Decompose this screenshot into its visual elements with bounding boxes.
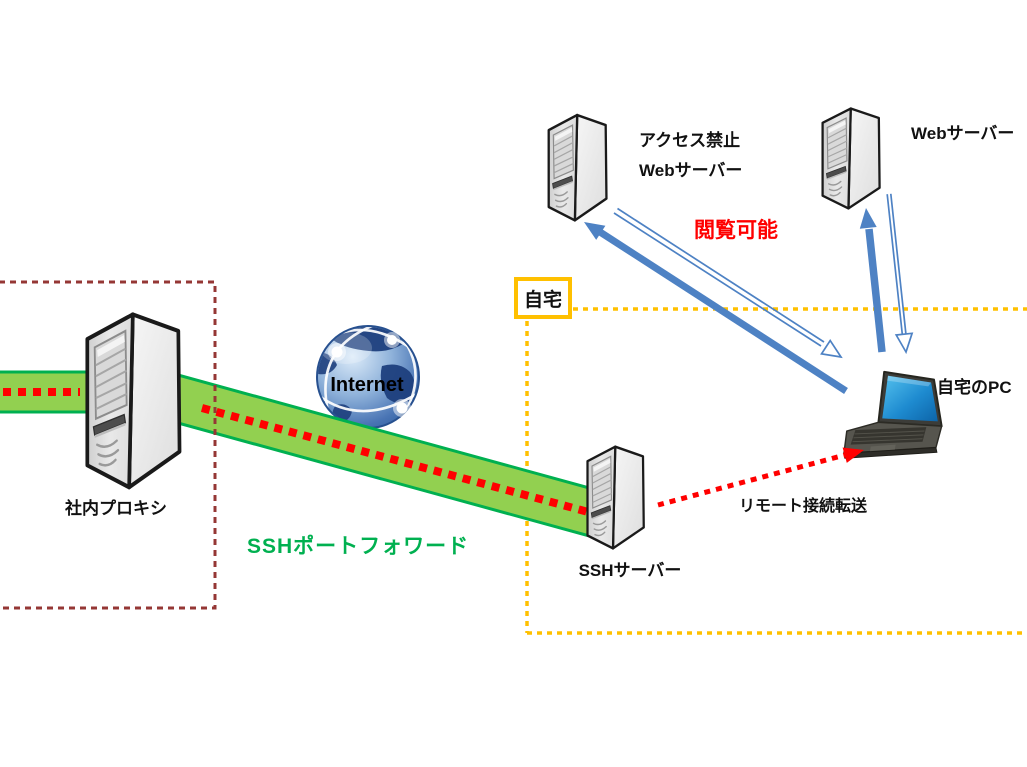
home-zone-label: 自宅 bbox=[523, 289, 562, 311]
ssh-port-forward-annotation: SSHポートフォワード bbox=[247, 535, 470, 558]
web-server-icon bbox=[821, 107, 881, 210]
arrow-ssh-server-to-homepc bbox=[657, 447, 864, 508]
company-proxy-server-icon bbox=[87, 314, 179, 487]
browse-allowed-annotation: 閲覧可能 bbox=[694, 219, 778, 242]
company-proxy-label: 社内プロキシ bbox=[65, 499, 167, 518]
arrow-web-server-to-homepc bbox=[886, 193, 914, 355]
arrow-homepc-to-blocked-server bbox=[584, 222, 848, 394]
blocked-server-label-line2: Webサーバー bbox=[639, 161, 743, 180]
blocked-server-label-line1: アクセス禁止 bbox=[639, 131, 741, 150]
internet-label: Internet bbox=[330, 374, 404, 396]
ssh-server-label: SSHサーバー bbox=[578, 561, 682, 580]
arrow-blocked-server-to-homepc bbox=[613, 207, 843, 359]
home-zone-border bbox=[525, 307, 1027, 635]
tunnel-red-dotted-line bbox=[3, 388, 594, 517]
home-pc-label: 自宅のPC bbox=[937, 378, 1012, 397]
ssh-server-icon bbox=[586, 445, 645, 550]
blocked-web-server-icon bbox=[547, 113, 608, 222]
company-zone-border bbox=[0, 280, 217, 610]
home-zone-label-box: 自宅 bbox=[514, 277, 572, 319]
arrow-homepc-to-web-server bbox=[859, 208, 886, 353]
remote-forward-annotation: リモート接続転送 bbox=[739, 498, 868, 515]
home-pc-laptop-icon bbox=[842, 370, 943, 460]
web-server-label: Webサーバー bbox=[911, 124, 1015, 143]
